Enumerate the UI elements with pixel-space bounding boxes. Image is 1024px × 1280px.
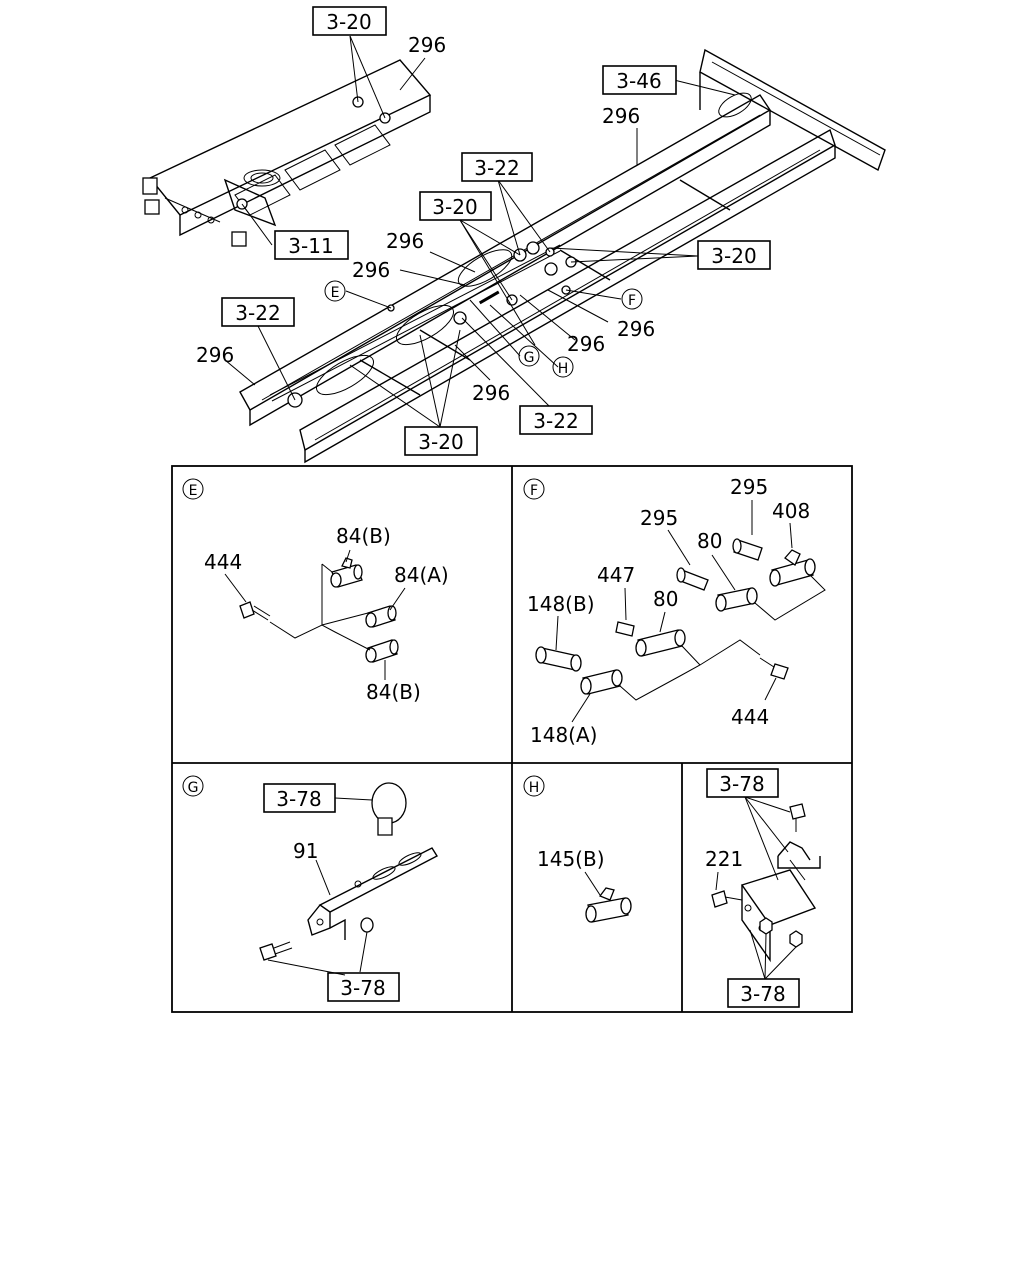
part-label-148b: 148(B) [527,592,595,616]
callout-g: G [518,345,540,367]
bolt-444 [224,573,271,621]
svg-text:G: G [524,350,535,366]
connector-295-upper [732,500,763,561]
callout-f: F [621,288,643,310]
part-label-296: 296 [617,317,655,341]
svg-text:3-78: 3-78 [340,976,385,1000]
connector-295-mid [667,529,709,591]
svg-text:3-46: 3-46 [616,69,661,93]
bolt-upper [789,803,806,832]
ref-box-3-22-upper: 3-22 [461,152,533,182]
chassis-overview: 3-20 3-46 3-22 3-20 3-20 3-11 3-22 3-22 [142,6,886,464]
part-label-444: 444 [204,550,242,574]
ref-box-3-11: 3-11 [274,230,349,260]
ref-box-3-46: 3-46 [602,65,677,95]
part-label-84a: 84(A) [394,563,449,587]
bolt-444 [759,657,789,701]
tee-fitting-84b-lower [365,639,399,680]
part-label-296: 296 [196,343,234,367]
svg-text:3-11: 3-11 [288,234,333,258]
part-label-295: 295 [640,506,678,530]
ref-box-3-20-right: 3-20 [697,240,771,270]
front-frame-section [142,59,432,247]
pipe-clamp [334,782,407,836]
svg-text:3-22: 3-22 [235,301,280,325]
part-label-296: 296 [386,229,424,253]
svg-text:H: H [558,361,569,377]
ref-box-3-78: 3-78 [327,972,400,1002]
tee-fitting-145b [584,871,632,923]
callout-h: H [552,356,574,378]
svg-text:3-78: 3-78 [719,772,764,796]
part-label-296: 296 [472,381,510,405]
detail-panels-grid [171,465,853,1013]
ref-box-3-22-left: 3-22 [221,297,295,327]
saddle-clamp [777,841,821,881]
bracket-91 [307,847,438,940]
part-label-447: 447 [597,563,635,587]
panel-h-letter: H [529,780,540,796]
ref-box-3-20-top: 3-20 [312,6,387,36]
rail-fittings [287,241,577,408]
part-label-296: 296 [408,33,446,57]
ref-box-3-78: 3-78 [706,768,779,798]
tee-fitting-84a [365,587,406,628]
part-label-296: 296 [352,258,390,282]
panel-g-letter: G [188,780,199,796]
part-label-408: 408 [772,499,810,523]
nuts [759,917,803,948]
part-label-148a: 148(A) [530,723,597,747]
ref-box-3-22-lower: 3-22 [519,405,593,435]
detail-panel-clamp-bracket: 3-78 3-78 221 [705,768,821,1008]
part-label-91: 91 [293,839,318,863]
svg-text:3-78: 3-78 [276,787,321,811]
svg-text:3-20: 3-20 [326,10,371,34]
bolt-221 [711,871,743,908]
part-label-444: 444 [731,705,769,729]
ref-box-3-78: 3-78 [727,978,800,1008]
tee-fitting-84b-upper [330,549,363,588]
overview-leaders [224,35,736,428]
detail-panel-g: G 3-78 3-78 91 [182,775,438,1002]
panel-f-letter: F [530,483,538,499]
ref-box-3-20-mid: 3-20 [419,191,492,221]
ref-box-3-20-bottom: 3-20 [404,426,478,456]
callout-e: E [324,280,346,302]
svg-text:3-22: 3-22 [533,409,578,433]
ref-box-3-78: 3-78 [263,783,336,813]
part-label-221: 221 [705,847,743,871]
detail-panel-e: E 444 84(B) 84(A) 84(B) [182,478,449,704]
detail-panel-f: F 295 408 295 80 447 80 148(B) 444 148(A… [523,475,826,747]
detail-panel-h: H 145(B) [523,775,632,923]
tee-fitting-148b [535,615,582,672]
tee-fitting-148a [571,669,623,723]
part-label-84b: 84(B) [336,524,391,548]
mount-bracket [740,869,817,963]
part-label-80: 80 [697,529,722,553]
part-label-295: 295 [730,475,768,499]
tee-fitting-408 [769,522,816,587]
tee-fitting-80-upper [711,554,758,612]
part-label-296: 296 [602,104,640,128]
bolt-and-nut [259,917,374,976]
main-side-rail [239,92,836,464]
svg-text:F: F [628,293,636,309]
rear-cross-member [699,48,886,172]
part-label-84b: 84(B) [366,680,421,704]
svg-text:3-22: 3-22 [474,156,519,180]
svg-text:E: E [331,285,340,301]
svg-text:3-20: 3-20 [711,244,756,268]
part-label-296: 296 [567,332,605,356]
part-label-145b: 145(B) [537,847,605,871]
plug-447 [615,587,635,637]
svg-text:3-20: 3-20 [418,430,463,454]
part-label-80: 80 [653,587,678,611]
panel-e-letter: E [189,483,198,499]
svg-text:3-78: 3-78 [740,982,785,1006]
tee-fitting-80-lower [635,611,686,657]
svg-text:3-20: 3-20 [432,195,477,219]
